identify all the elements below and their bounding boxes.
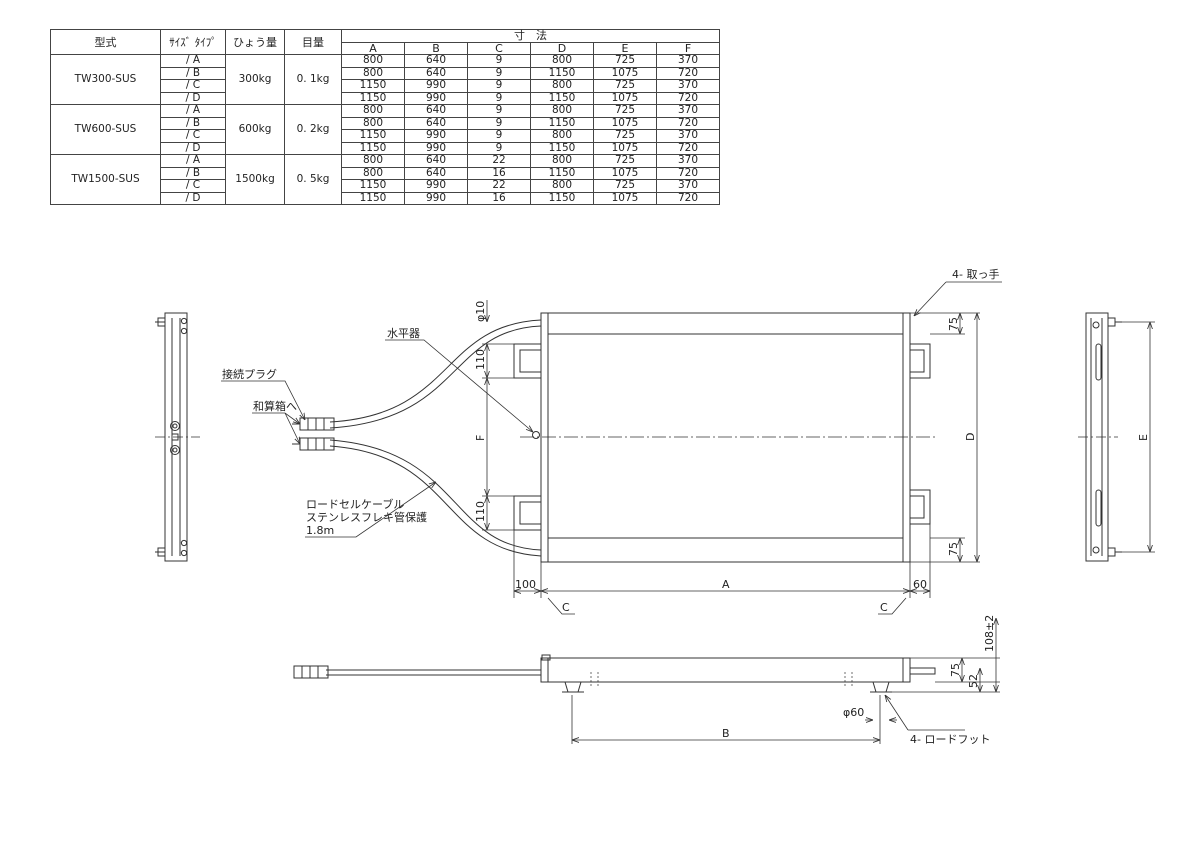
handles-label: 4- 取っ手: [952, 267, 999, 281]
size-type-cell: / D: [160, 191, 226, 205]
division-cell: 0. 2kg: [284, 104, 342, 155]
cable-label-2: ステンレスフレキ管保護: [306, 510, 427, 524]
dim-cell: 1150: [530, 191, 594, 205]
model-cell: TW1500-SUS: [50, 154, 161, 205]
dim-cell: 1075: [593, 191, 657, 205]
summing-box-label: 和算箱へ: [253, 399, 297, 413]
dim-C-left: C: [562, 601, 570, 614]
plug-label: 接続プラグ: [222, 367, 277, 381]
cable-label-1: ロードセルケーブル: [306, 497, 404, 511]
dim-F: F: [474, 435, 487, 441]
dim-phi10: φ10: [474, 301, 487, 322]
dim-phi60: φ60: [843, 706, 864, 719]
dim-108: 108±2: [983, 615, 996, 652]
front-view: [293, 654, 936, 693]
feet-label: 4- ロードフット: [910, 733, 990, 746]
dim-110-top: 110: [474, 349, 487, 370]
level-label: 水平器: [387, 327, 420, 340]
dim-100: 100: [515, 578, 536, 591]
capacity-cell: 600kg: [225, 104, 285, 155]
right-side-view: [1078, 312, 1122, 562]
division-cell: 0. 1kg: [284, 54, 342, 105]
dim-60: 60: [913, 578, 927, 591]
dim-E: E: [1137, 434, 1150, 441]
top-view: [292, 312, 935, 563]
dim-cell: 720: [656, 191, 720, 205]
left-side-view: [155, 312, 200, 562]
dimension-lines: [221, 281, 1155, 744]
dim-C-right: C: [880, 601, 888, 614]
dimension-labels: 4- 取っ手 水平器 接続プラグ 和算箱へ ロードセルケーブル ステンレスフレキ…: [222, 267, 1150, 746]
model-cell: TW300-SUS: [50, 54, 161, 105]
dim-cell: 1150: [341, 191, 405, 205]
dim-75-bottom: 75: [947, 542, 960, 556]
spec-table: 型式 ｻｲｽﾞ ﾀｲﾌﾟ ひょう量 目量 寸 法 A B C D E F TW3…: [50, 29, 720, 205]
dim-A: A: [722, 578, 730, 591]
dim-D: D: [964, 433, 977, 441]
dim-75-top: 75: [947, 317, 960, 331]
model-cell: TW600-SUS: [50, 104, 161, 155]
dim-75-side: 75: [949, 663, 962, 677]
dim-110-bottom: 110: [474, 501, 487, 522]
dim-B: B: [722, 727, 730, 740]
dim-52: 52: [967, 674, 980, 688]
cable-label-3: 1.8m: [306, 524, 334, 537]
